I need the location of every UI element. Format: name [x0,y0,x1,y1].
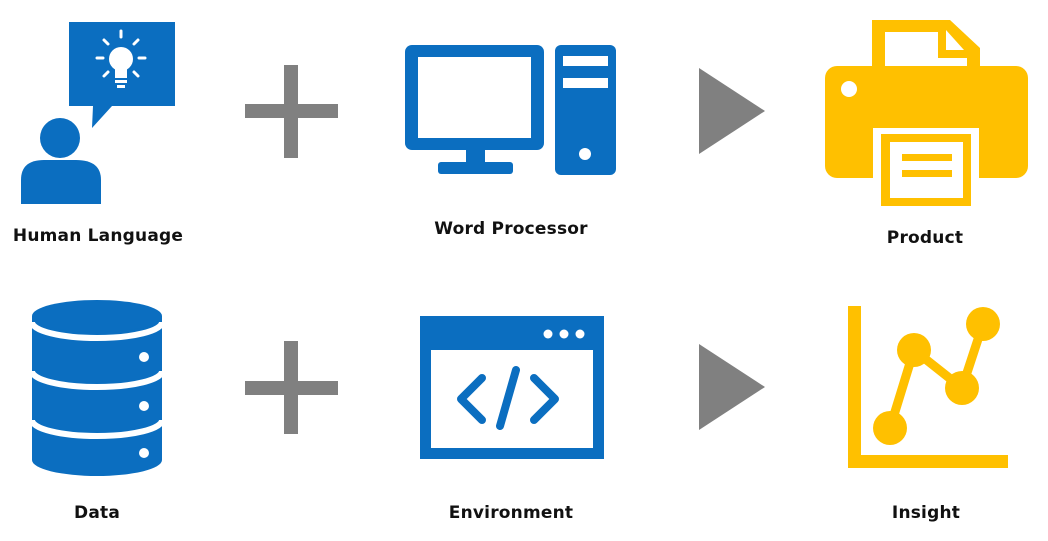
word-processor-label: Word Processor [434,219,588,239]
code-window-icon [420,316,604,459]
play-arrow-icon [699,344,765,430]
product-label: Product [886,228,964,248]
plus-icon [245,341,338,434]
person-speech-bubble-lightbulb-icon [21,22,175,204]
play-arrow-icon [699,68,765,154]
human-language-label: Human Language [12,226,184,246]
line-chart-icon [848,306,1008,468]
environment-label: Environment [448,503,574,523]
plus-icon [245,65,338,158]
database-icon [29,300,165,476]
printer-icon [825,20,1028,208]
data-label: Data [74,503,120,523]
insight-label: Insight [891,503,961,523]
desktop-computer-icon [405,45,616,175]
